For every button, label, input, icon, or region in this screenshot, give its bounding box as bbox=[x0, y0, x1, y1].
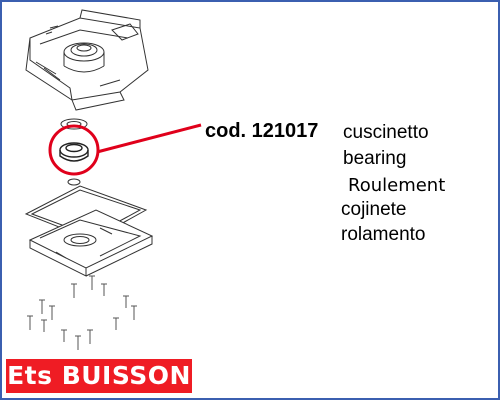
ring-illustration bbox=[67, 178, 81, 186]
motor-housing-illustration bbox=[25, 9, 149, 111]
part-code-line: cod. 121017 bbox=[205, 120, 318, 143]
translation-italian: cuscinetto bbox=[343, 122, 429, 143]
translation-english: bearing bbox=[343, 148, 407, 169]
translation-french: Roulement bbox=[348, 175, 446, 196]
brand-logo: Ets BUISSON bbox=[6, 359, 192, 393]
bearing-highlight bbox=[48, 123, 202, 176]
translation-spanish: cojinete bbox=[341, 199, 407, 220]
base-plate-illustration bbox=[28, 209, 154, 277]
screws-illustration bbox=[27, 275, 137, 350]
translation-portuguese: rolamento bbox=[341, 224, 426, 245]
part-code: cod. 121017 bbox=[205, 120, 319, 142]
bearing-illustration bbox=[59, 142, 89, 162]
